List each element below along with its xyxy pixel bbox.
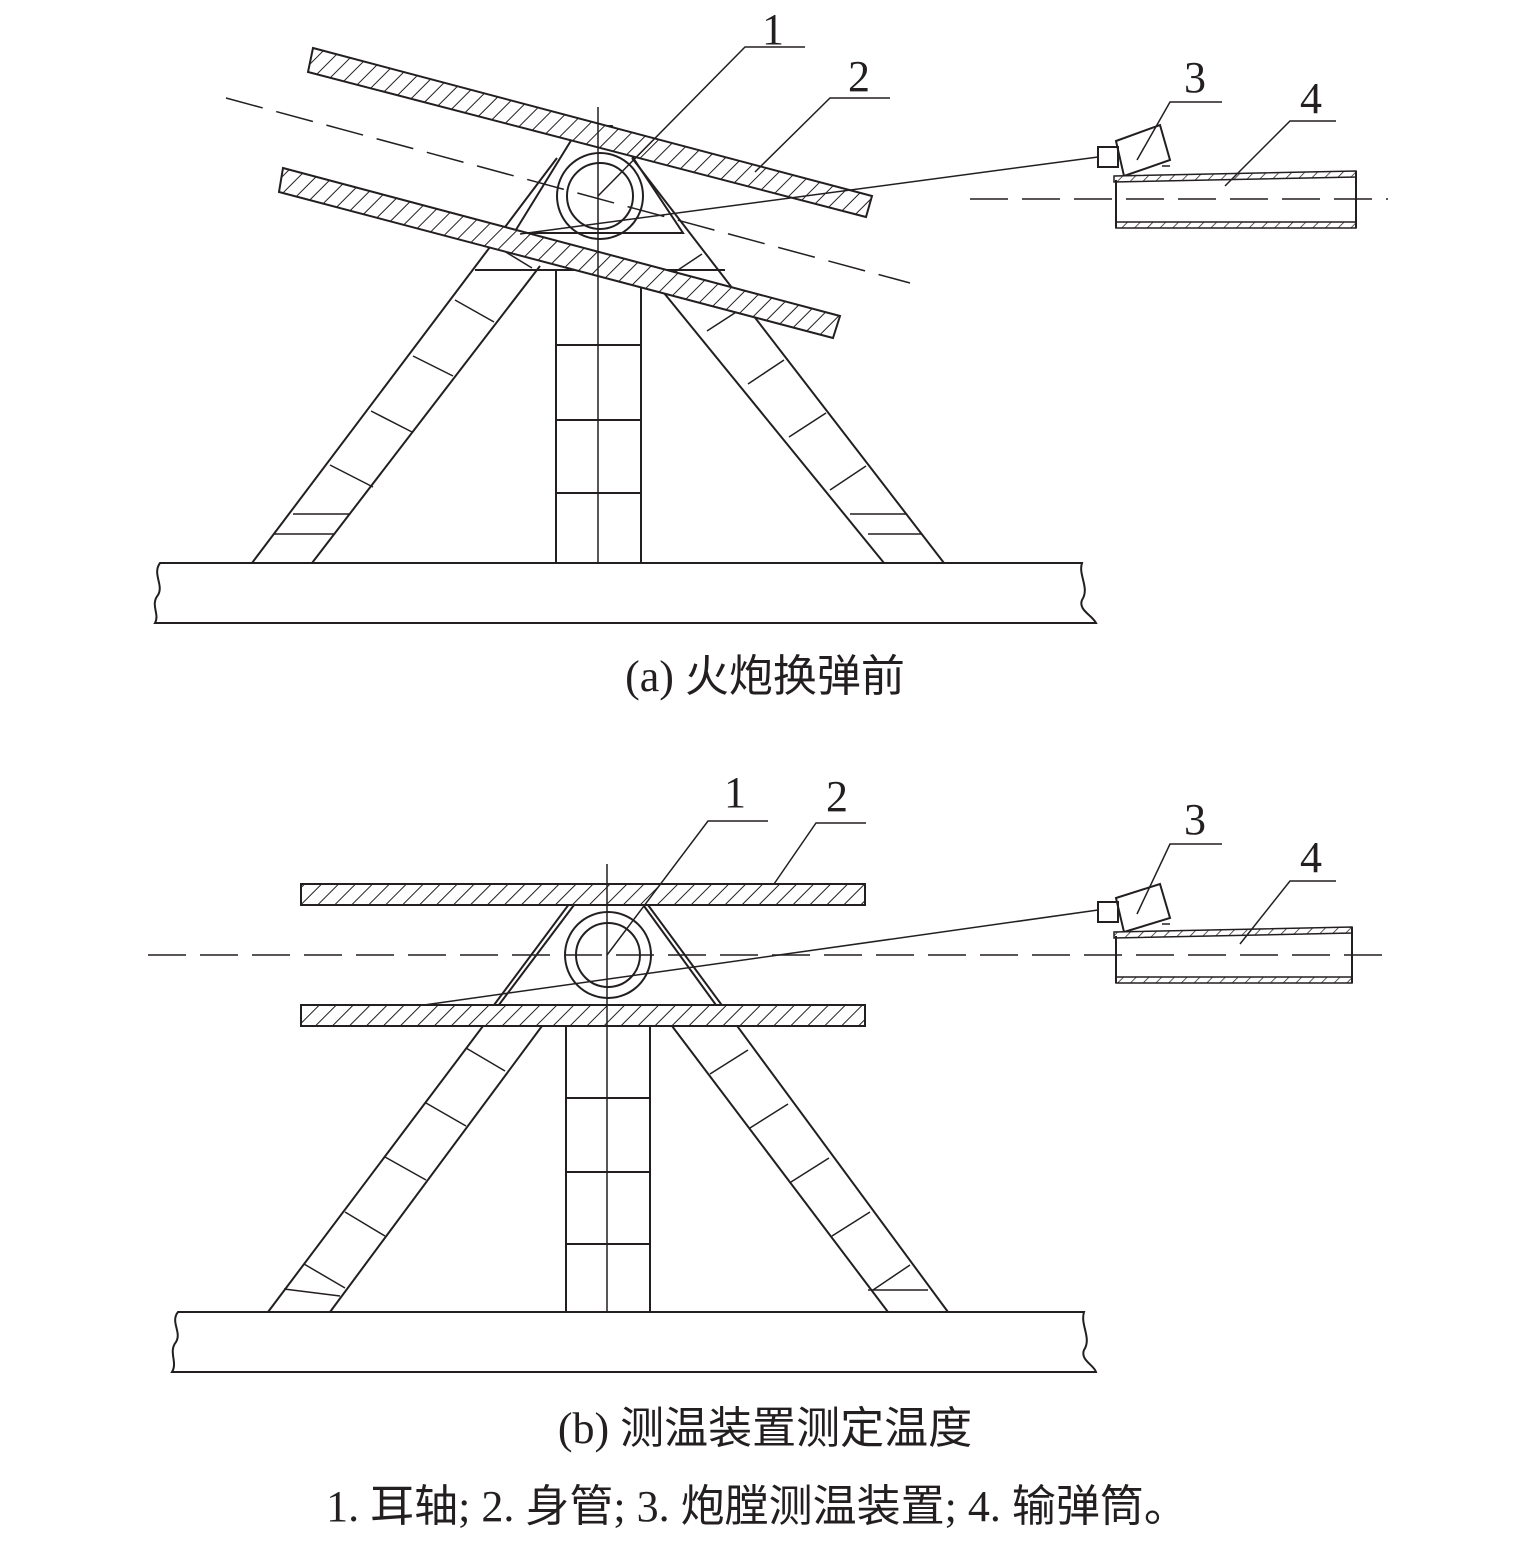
- barrel-upper-wall-b: [300, 883, 866, 906]
- barrel-upper-wall-a: [306, 46, 874, 219]
- column-b: [565, 1025, 651, 1313]
- column-a: [475, 269, 725, 564]
- beam-b: [423, 909, 1099, 1006]
- sensor-a: [1097, 123, 1172, 178]
- trunnion-outer-a: [556, 152, 644, 240]
- caption-a: (a) 火炮换弹前: [625, 652, 905, 701]
- leaders-b: [606, 820, 1336, 956]
- label-2-b: 2: [826, 772, 848, 821]
- base-a: [153, 562, 1098, 624]
- label-4-a: 4: [1300, 74, 1322, 123]
- leaders-a: [597, 46, 1336, 197]
- trunnion-inner-a: [566, 162, 634, 230]
- barrel-lower-wall-b: [300, 1004, 866, 1027]
- left-leg-a: [251, 157, 558, 564]
- panel-a: 1 2 3 4 (a) 火炮换弹前: [153, 5, 1388, 701]
- barrel-lower-wall-a: [277, 166, 842, 340]
- left-leg-b: [267, 904, 575, 1313]
- caption-b: (b) 测温装置测定温度: [558, 1404, 972, 1453]
- bracket-a: [512, 125, 685, 234]
- loading-tube-b: [1113, 926, 1353, 984]
- label-2-a: 2: [848, 52, 870, 101]
- sensor-b: [1097, 882, 1172, 934]
- right-leg-b: [647, 904, 949, 1313]
- base-b: [170, 1311, 1098, 1373]
- label-3-b: 3: [1184, 795, 1206, 844]
- beam-a: [519, 156, 1099, 235]
- trunnion-outer-b: [564, 911, 652, 999]
- panel-b: 1 2 3 4 (b) 测温装置测定温度: [148, 768, 1388, 1453]
- label-3-a: 3: [1184, 53, 1206, 102]
- label-1-b: 1: [724, 768, 746, 817]
- loading-tube-a: [970, 170, 1388, 229]
- bore-axis-a: [225, 97, 911, 284]
- label-1-a: 1: [762, 5, 784, 54]
- label-4-b: 4: [1300, 833, 1322, 882]
- right-leg-a: [631, 157, 945, 564]
- trunnion-inner-b: [575, 922, 641, 988]
- legend: 1. 耳轴; 2. 身管; 3. 炮膛测温装置; 4. 输弹筒。: [326, 1482, 1188, 1531]
